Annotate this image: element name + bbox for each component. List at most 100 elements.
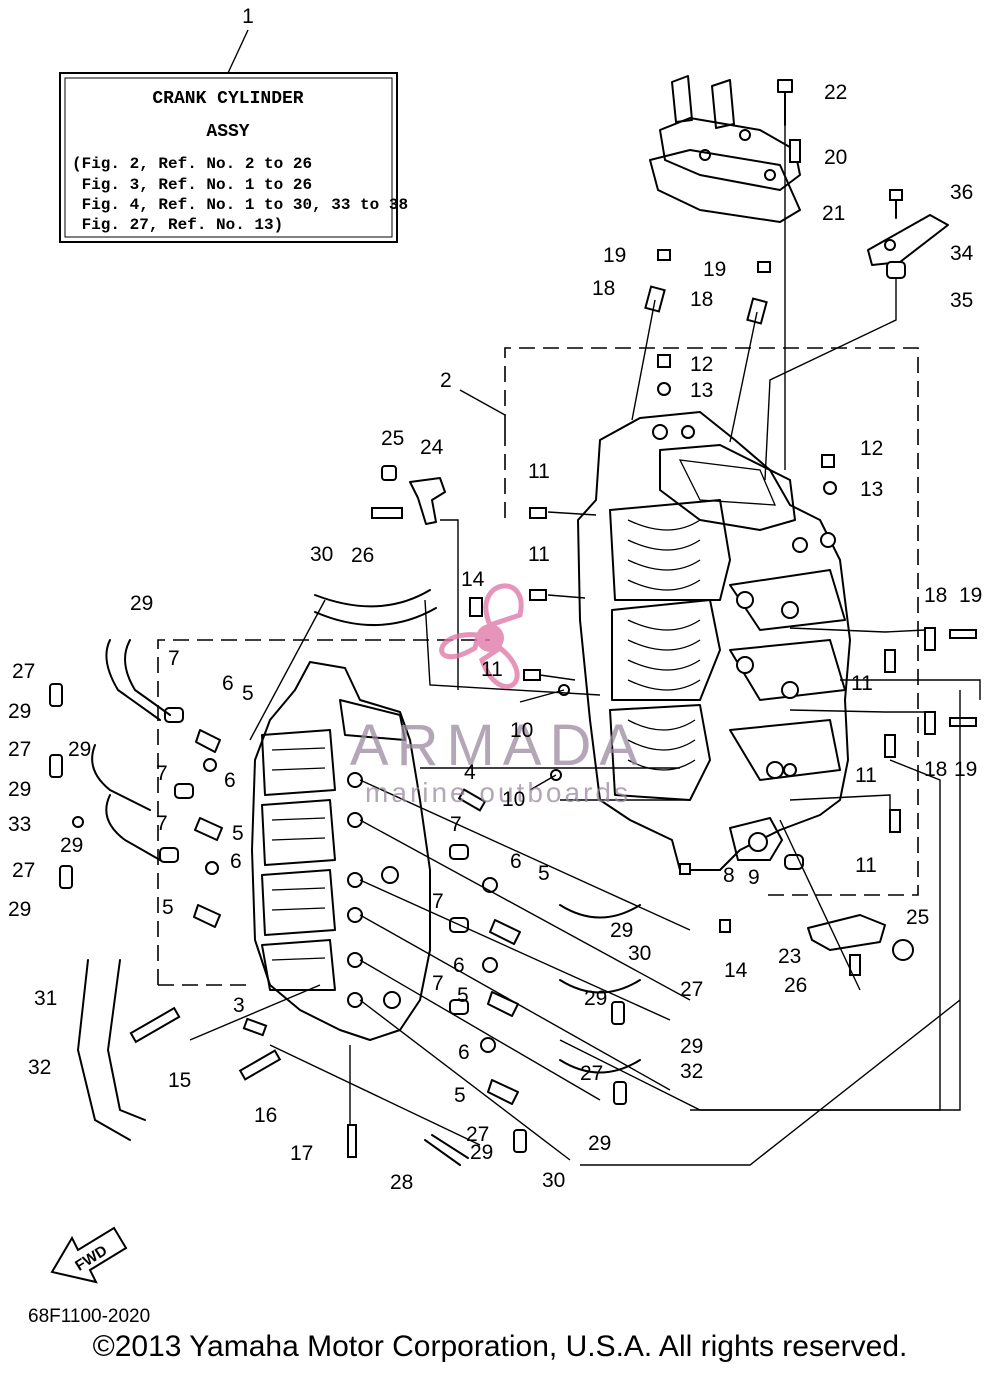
- fasteners: [49, 249, 977, 1158]
- watermark: ARMADA marine outboards: [350, 583, 646, 808]
- callout-29: 29: [584, 987, 607, 1010]
- callout-27: 27: [8, 738, 31, 761]
- callout-29: 29: [610, 919, 633, 942]
- assy-title-line1: CRANK CYLINDER: [152, 89, 303, 109]
- copyright-notice: ©2013 Yamaha Motor Corporation, U.S.A. A…: [92, 1330, 908, 1363]
- callout-22: 22: [824, 81, 847, 104]
- callout-19: 19: [603, 244, 626, 267]
- callout-18: 18: [592, 277, 615, 300]
- callout-29: 29: [8, 778, 31, 801]
- callout-17: 17: [290, 1142, 313, 1165]
- callout-18: 18: [924, 758, 947, 781]
- callout-14: 14: [724, 959, 748, 982]
- callout-7: 7: [450, 813, 462, 836]
- callout-5: 5: [457, 984, 469, 1007]
- callout-26: 26: [784, 974, 807, 997]
- assy-reference-box: CRANK CYLINDER ASSY (Fig. 2, Ref. No. 2 …: [59, 72, 408, 243]
- callout-24: 24: [420, 436, 444, 459]
- bracket-part: [867, 189, 949, 279]
- callout-19: 19: [959, 584, 982, 607]
- callout-32: 32: [680, 1060, 703, 1083]
- figure-code: 68F1100-2020: [28, 1306, 151, 1327]
- assy-ref-line: Fig. 27, Ref. No. 13): [72, 216, 283, 234]
- callout-11: 11: [528, 543, 550, 566]
- callout-29: 29: [588, 1132, 611, 1155]
- callout-14: 14: [461, 568, 485, 591]
- callout-31: 31: [34, 987, 57, 1010]
- callout-7: 7: [168, 647, 180, 670]
- callout-11: 11: [855, 764, 877, 787]
- callout-13: 13: [860, 478, 883, 501]
- callout-10: 10: [510, 719, 533, 742]
- callout-2: 2: [440, 369, 452, 392]
- callout-16: 16: [254, 1104, 277, 1127]
- callout-11: 11: [855, 854, 877, 877]
- callout-23: 23: [778, 945, 801, 968]
- fwd-arrow-icon: FWD: [50, 1226, 128, 1284]
- callout-11: 11: [481, 658, 503, 681]
- callout-12: 12: [860, 437, 883, 460]
- assy-ref-line: Fig. 3, Ref. No. 1 to 26: [72, 176, 312, 194]
- callout-28: 28: [390, 1171, 413, 1194]
- callout-6: 6: [222, 672, 234, 695]
- callout-30: 30: [542, 1169, 565, 1192]
- callout-29: 29: [68, 738, 91, 761]
- callout-6: 6: [453, 954, 465, 977]
- bracket-small-part: [371, 465, 914, 976]
- watermark-tagline: marine outboards: [365, 777, 631, 808]
- callout-6: 6: [458, 1041, 470, 1064]
- callout-4: 4: [464, 761, 476, 784]
- callout-35: 35: [950, 289, 973, 312]
- callout-1: 1: [242, 5, 254, 28]
- callout-34: 34: [950, 242, 974, 265]
- callout-27: 27: [12, 859, 35, 882]
- callout-7: 7: [432, 890, 444, 913]
- assy-ref-line: (Fig. 2, Ref. No. 2 to 26: [72, 155, 312, 173]
- callout-3: 3: [233, 994, 245, 1017]
- callout-10: 10: [502, 788, 525, 811]
- callout-25: 25: [381, 427, 404, 450]
- crankcase-part: [577, 411, 851, 871]
- callout-27: 27: [580, 1062, 603, 1085]
- callout-5: 5: [232, 822, 244, 845]
- callout-8: 8: [723, 864, 735, 887]
- cover-gasket-part: [649, 75, 801, 223]
- callout-19: 19: [954, 758, 977, 781]
- callout-29: 29: [8, 700, 31, 723]
- callout-5: 5: [538, 862, 550, 885]
- callout-15: 15: [168, 1069, 191, 1092]
- callout-29: 29: [8, 898, 31, 921]
- callout-32: 32: [28, 1056, 51, 1079]
- callout-18: 18: [924, 584, 947, 607]
- callout-27: 27: [680, 978, 703, 1001]
- callout-6: 6: [230, 850, 242, 873]
- hose-parts: [77, 589, 641, 1166]
- callout-18: 18: [690, 288, 713, 311]
- callout-7: 7: [156, 812, 168, 835]
- propeller-logo-icon: [439, 583, 524, 690]
- callout-6: 6: [510, 850, 522, 873]
- callout-6: 6: [224, 769, 236, 792]
- leader-lines: [189, 29, 981, 1166]
- callout-29: 29: [130, 592, 153, 615]
- callout-30: 30: [628, 942, 651, 965]
- callout-30: 30: [310, 543, 333, 566]
- cylinder-block-part: [251, 661, 431, 1041]
- callout-5: 5: [454, 1084, 466, 1107]
- callout-29: 29: [680, 1035, 703, 1058]
- assy-title-line2: ASSY: [206, 122, 249, 142]
- callout-21: 21: [822, 202, 845, 225]
- callout-25: 25: [906, 906, 929, 929]
- callout-5: 5: [162, 896, 174, 919]
- callout-29: 29: [60, 834, 83, 857]
- callout-13: 13: [690, 379, 713, 402]
- callout-7: 7: [432, 972, 444, 995]
- callout-36: 36: [950, 181, 973, 204]
- assy-ref-line: Fig. 4, Ref. No. 1 to 30, 33 to 38: [72, 196, 408, 214]
- watermark-brand: ARMADA: [350, 713, 646, 778]
- callout-numbers: 1 22 20 21 36 34 35 19 19 18 18 12 13 12…: [8, 5, 982, 1194]
- callout-9: 9: [748, 866, 760, 889]
- callout-11: 11: [528, 460, 550, 483]
- callout-12: 12: [690, 353, 713, 376]
